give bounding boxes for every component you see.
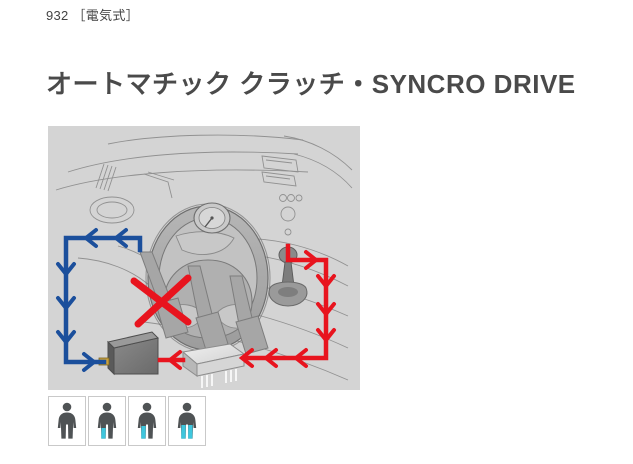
clutch-pedal-crossed-out-icon	[130, 274, 192, 328]
occupant-status-indicator	[48, 396, 206, 446]
diagram-canvas	[48, 126, 360, 390]
red-path-arrowheads	[166, 250, 336, 370]
control-unit-ecu	[181, 343, 246, 388]
status-icon-item-2[interactable]	[88, 396, 126, 446]
status-icon-item-4[interactable]	[168, 396, 206, 446]
person-icon	[177, 402, 197, 439]
page-number: 932 ［電気式］	[46, 8, 140, 23]
instrument-cluster	[193, 202, 231, 234]
person-icon	[97, 402, 117, 439]
person-icon	[57, 402, 77, 439]
status-icon-item-1[interactable]	[48, 396, 86, 446]
status-icon-item-3[interactable]	[128, 396, 166, 446]
person-icon	[137, 402, 157, 439]
blue-path-arrowheads	[56, 228, 128, 372]
red-signal-path	[243, 243, 329, 361]
page-title: オートマチック クラッチ・SYNCRO DRIVE	[46, 69, 576, 99]
automatic-clutch-diagram	[48, 126, 360, 390]
blue-signal-path	[63, 235, 143, 365]
